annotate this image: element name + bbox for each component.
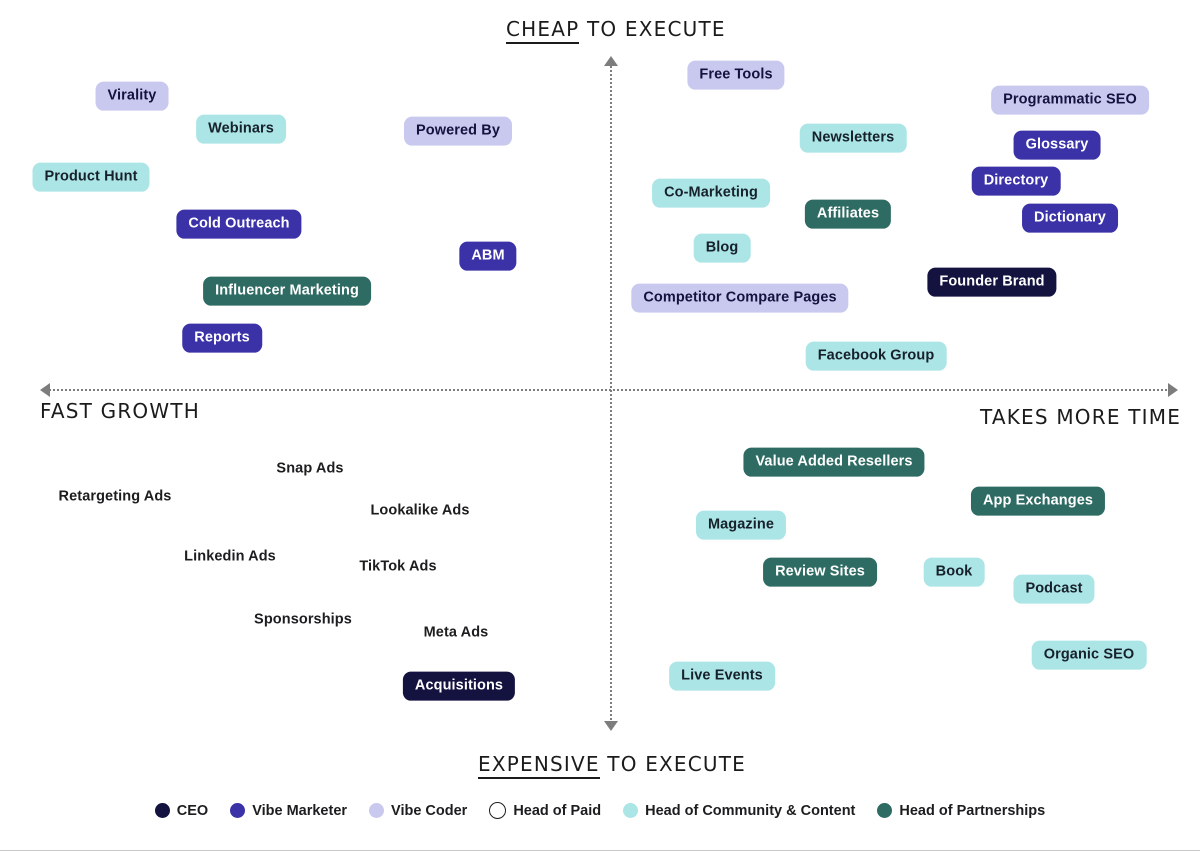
legend-swatch-icon xyxy=(154,803,170,818)
legend-item[interactable]: Head of Partnerships xyxy=(877,803,1045,819)
axis-label-bottom-emphasis: EXPENSIVE xyxy=(478,752,600,779)
legend-item[interactable]: CEO xyxy=(154,802,209,819)
tactic-pill[interactable]: Virality xyxy=(95,81,169,111)
tactic-pill[interactable]: Co-Marketing xyxy=(652,178,770,208)
tactic-pill[interactable]: Founder Brand xyxy=(927,267,1057,297)
legend-swatch-icon xyxy=(877,803,893,818)
tactic-pill[interactable]: Reports xyxy=(182,323,262,353)
vertical-axis-line xyxy=(610,62,612,728)
tactic-pill[interactable]: Webinars xyxy=(196,114,286,144)
tactic-pill[interactable]: TikTok Ads xyxy=(359,558,437,575)
tactic-pill[interactable]: Free Tools xyxy=(687,60,785,90)
legend-item-label: Head of Partnerships xyxy=(899,802,1046,819)
legend-item[interactable]: Vibe Marketer xyxy=(230,803,347,819)
tactic-pill[interactable]: Linkedin Ads xyxy=(184,548,276,565)
tactic-pill[interactable]: Blog xyxy=(693,233,751,263)
tactic-pill[interactable]: Meta Ads xyxy=(423,624,489,641)
axis-label-bottom: EXPENSIVE TO EXECUTE xyxy=(478,752,747,779)
tactic-pill[interactable]: Retargeting Ads xyxy=(58,488,172,505)
legend-swatch-icon xyxy=(489,802,507,819)
axis-arrow-up-icon xyxy=(604,56,618,66)
tactic-pill[interactable]: Magazine xyxy=(695,510,787,540)
tactic-pill[interactable]: Powered By xyxy=(404,116,512,146)
legend-item-label: Vibe Coder xyxy=(391,802,468,819)
tactic-pill[interactable]: Newsletters xyxy=(799,123,907,153)
legend-item[interactable]: Head of Community & Content xyxy=(623,803,855,819)
axis-arrow-down-icon xyxy=(604,721,618,731)
tactic-pill[interactable]: Product Hunt xyxy=(32,162,150,192)
tactic-pill[interactable]: Acquisitions xyxy=(402,671,516,701)
tactic-pill[interactable]: Book xyxy=(923,557,985,587)
tactic-pill[interactable]: Podcast xyxy=(1013,574,1095,604)
tactic-pill[interactable]: App Exchanges xyxy=(970,486,1106,516)
tactic-pill[interactable]: Directory xyxy=(971,166,1061,196)
tactic-pill[interactable]: Live Events xyxy=(669,661,775,691)
axis-label-left: FAST GROWTH xyxy=(40,399,200,423)
axis-label-right: TAKES MORE TIME xyxy=(980,405,1182,429)
tactic-pill[interactable]: Review Sites xyxy=(763,557,877,587)
axis-label-top-rest: TO EXECUTE xyxy=(579,17,726,41)
legend-item[interactable]: Vibe Coder xyxy=(369,803,467,819)
legend-swatch-icon xyxy=(230,803,246,818)
legend-swatch-icon xyxy=(369,803,385,818)
tactic-pill[interactable]: ABM xyxy=(459,241,517,271)
tactic-pill[interactable]: Lookalike Ads xyxy=(370,502,470,519)
tactic-pill[interactable]: Glossary xyxy=(1013,130,1101,160)
tactic-pill[interactable]: Influencer Marketing xyxy=(203,276,371,306)
tactic-pill[interactable]: Dictionary xyxy=(1022,203,1118,233)
axis-label-bottom-rest: TO EXECUTE xyxy=(599,752,747,776)
axis-label-top-emphasis: CHEAP xyxy=(506,17,580,44)
legend-item-label: CEO xyxy=(176,802,209,819)
legend-item-label: Head of Paid xyxy=(513,802,602,819)
tactic-pill[interactable]: Affiliates xyxy=(804,199,892,229)
tactic-pill[interactable]: Sponsorships xyxy=(254,611,352,628)
axis-arrow-left-icon xyxy=(40,383,50,397)
tactic-pill[interactable]: Facebook Group xyxy=(805,341,947,371)
tactic-pill[interactable]: Programmatic SEO xyxy=(991,85,1149,115)
axis-label-top: CHEAP TO EXECUTE xyxy=(506,17,726,44)
legend-swatch-icon xyxy=(623,803,639,818)
legend-item-label: Head of Community & Content xyxy=(645,802,856,819)
axis-arrow-right-icon xyxy=(1168,383,1178,397)
legend-item[interactable]: Head of Paid xyxy=(489,802,601,819)
tactic-pill[interactable]: Organic SEO xyxy=(1031,640,1147,670)
tactic-pill[interactable]: Cold Outreach xyxy=(176,209,302,239)
legend-item-label: Vibe Marketer xyxy=(252,802,348,819)
tactic-pill[interactable]: Snap Ads xyxy=(276,460,344,477)
tactic-pill[interactable]: Value Added Resellers xyxy=(743,447,925,477)
tactic-pill[interactable]: Competitor Compare Pages xyxy=(631,283,849,313)
legend: CEO Vibe Marketer Vibe Coder Head of Paid He… xyxy=(0,802,1200,819)
